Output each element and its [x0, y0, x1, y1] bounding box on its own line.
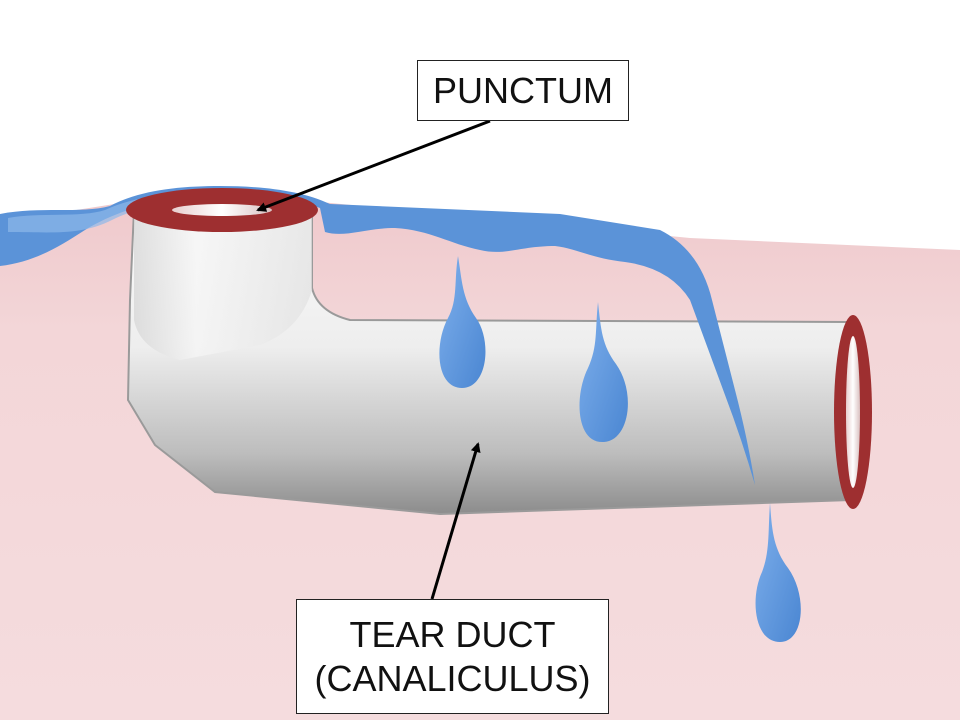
- tear-film-highlight: [8, 192, 232, 233]
- tear-duct-label-line2: (CANALICULUS): [314, 657, 591, 699]
- tear-drop: [439, 256, 486, 388]
- tear-duct-label-box: TEAR DUCT (CANALICULUS): [296, 599, 609, 714]
- duct-end-opening: [846, 336, 860, 488]
- punctum-label-box: PUNCTUM: [417, 60, 629, 121]
- tear-duct-label-line1: TEAR DUCT: [349, 613, 556, 655]
- punctum-label: PUNCTUM: [433, 69, 613, 111]
- punctum-opening: [172, 204, 272, 216]
- tear-duct-pointer-arrow: [430, 442, 481, 600]
- tear-drop: [579, 302, 628, 443]
- tear-drop: [755, 503, 801, 642]
- punctum-riser: [134, 212, 312, 360]
- punctum-pointer-arrow: [256, 119, 491, 212]
